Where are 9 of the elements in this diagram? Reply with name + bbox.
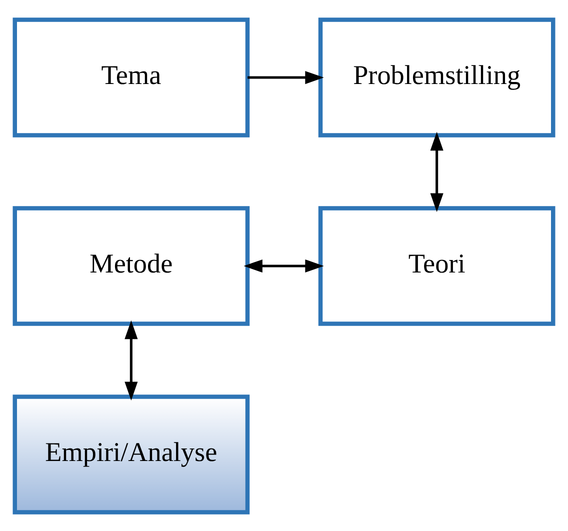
arrow [244,258,324,272]
node-box: Teori [318,206,556,326]
arrow [124,320,138,400]
node-box: Empiri/Analyse [12,394,250,514]
arrow [430,131,444,212]
node-box: Metode [12,206,250,326]
node-box: Problemstilling [318,17,556,137]
node-box: Tema [12,17,250,137]
arrow [248,70,324,84]
